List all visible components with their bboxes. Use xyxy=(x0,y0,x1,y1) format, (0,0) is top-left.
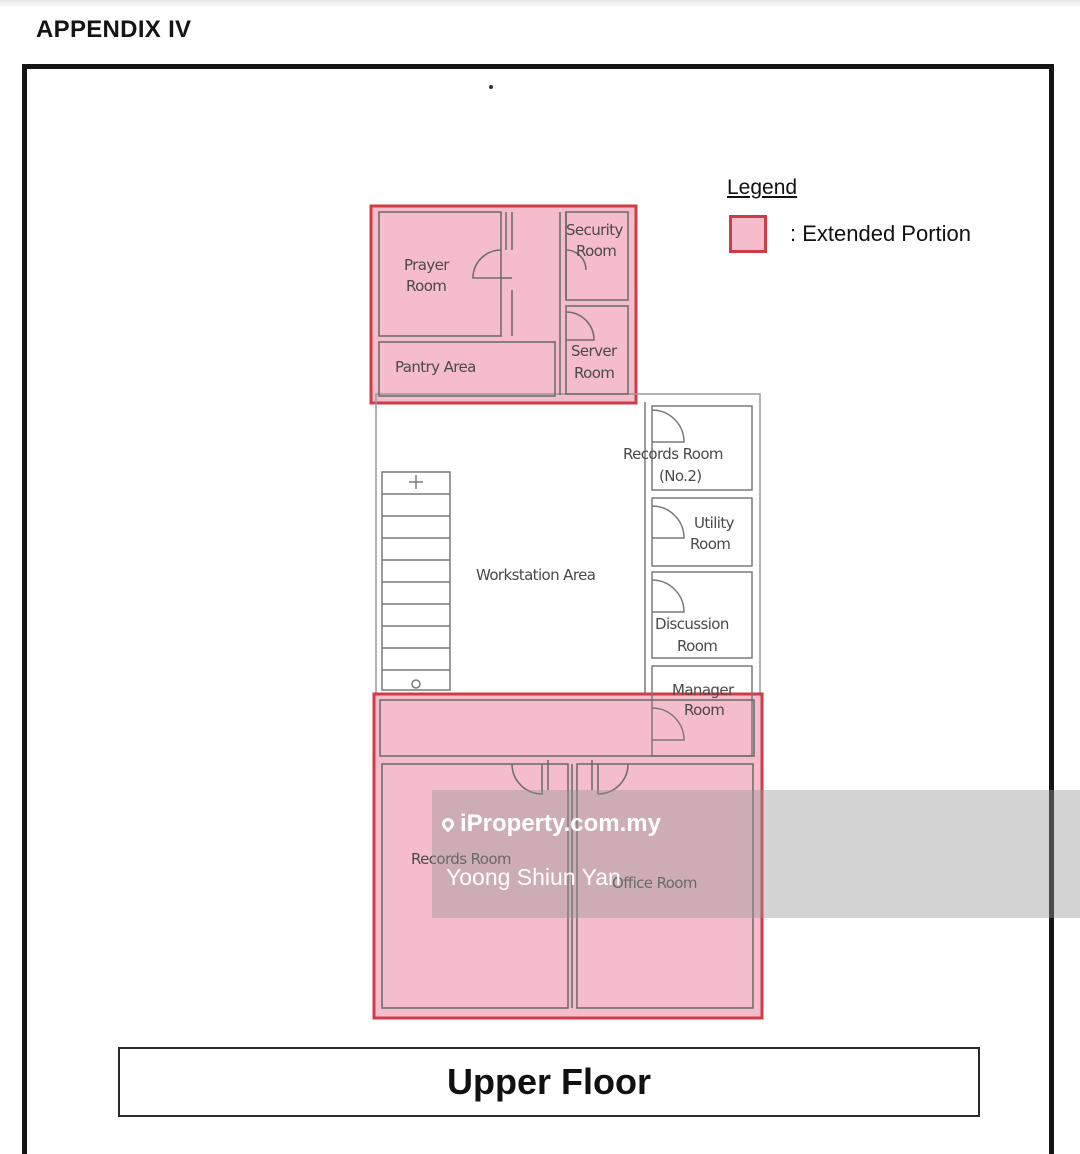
watermark-brand-text: iProperty.com.my xyxy=(460,810,661,837)
label-manager-room-2: Room xyxy=(684,701,724,719)
label-prayer-room-2: Room xyxy=(406,277,446,295)
label-manager-room: Manager xyxy=(672,681,735,699)
watermark-brand: iProperty.com.my xyxy=(439,810,661,838)
floor-plan: Prayer Room Security Room Pantry Area Se… xyxy=(369,85,764,1020)
label-prayer-room: Prayer xyxy=(404,256,450,274)
label-workstation-area: Workstation Area xyxy=(476,566,595,584)
label-records-room-2: Records Room xyxy=(623,445,723,463)
legend-title: Legend xyxy=(727,176,798,199)
legend-item-label: : Extended Portion xyxy=(790,221,972,246)
top-block-walls xyxy=(378,211,629,397)
label-pantry-area: Pantry Area xyxy=(395,358,476,376)
label-server-room-2: Room xyxy=(574,364,614,382)
label-utility-room-2: Room xyxy=(690,535,730,553)
bottom-block-walls xyxy=(379,699,755,1009)
watermark-band xyxy=(432,790,1080,918)
staircase xyxy=(381,471,451,691)
watermark-agent: Yoong Shiun Yan xyxy=(446,864,621,890)
label-security-room-2: Room xyxy=(576,242,616,260)
floor-label: Upper Floor xyxy=(447,1061,651,1102)
dot-mark xyxy=(489,85,493,89)
legend-swatch xyxy=(729,215,767,253)
drawing-frame xyxy=(22,64,1054,1154)
label-utility-room: Utility xyxy=(694,514,735,532)
floor-label-box: Upper Floor xyxy=(118,1047,980,1117)
label-security-room: Security xyxy=(566,221,624,239)
label-server-room: Server xyxy=(571,342,618,360)
label-office-room: Office Room xyxy=(612,874,697,892)
extended-portion-top xyxy=(369,204,638,405)
label-discussion-room-2: Room xyxy=(677,637,717,655)
label-records-room: Records Room xyxy=(411,850,511,868)
appendix-title: APPENDIX IV xyxy=(36,16,192,43)
location-pin-icon xyxy=(439,815,457,833)
scan-edge xyxy=(0,0,1080,8)
label-records-room-2-number: (No.2) xyxy=(659,467,702,485)
label-discussion-room: Discussion xyxy=(655,615,729,633)
